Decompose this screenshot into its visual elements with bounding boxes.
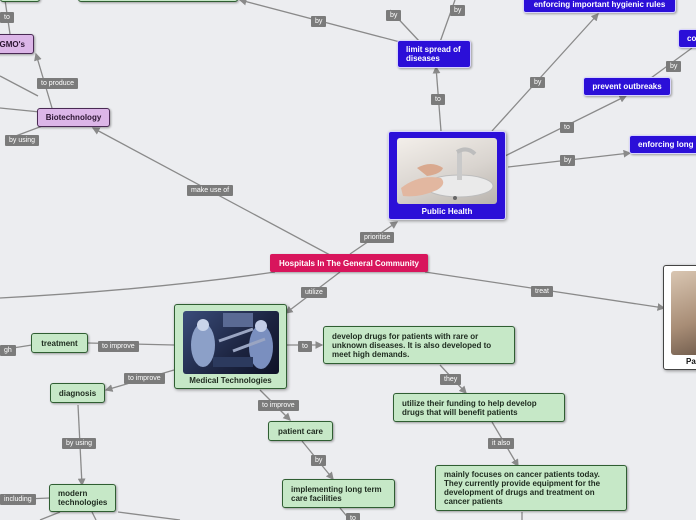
node-patient-care[interactable]: patient care bbox=[268, 421, 333, 441]
link-label-to-develop: to bbox=[298, 341, 312, 352]
node-modern-technologies[interactable]: modern technologies bbox=[49, 484, 116, 512]
link-label-including: including bbox=[0, 494, 36, 505]
node-public-health[interactable]: Public Health bbox=[388, 131, 506, 220]
node-enforcing-hygienic[interactable]: enforcing important hygienic rules bbox=[523, 0, 676, 13]
public-health-photo bbox=[397, 138, 497, 204]
link-label-by-prevent: by bbox=[666, 61, 682, 72]
prevent-outbreaks-label: prevent outbreaks bbox=[592, 82, 662, 91]
node-gmos[interactable]: GMO's bbox=[0, 34, 34, 54]
node-diagnosis[interactable]: diagnosis bbox=[50, 383, 105, 403]
medical-technologies-label: Medical Technologies bbox=[189, 376, 272, 385]
link-label-it-also: it also bbox=[488, 438, 515, 449]
modern-technologies-label: modern technologies bbox=[58, 489, 108, 507]
node-enforcing-long[interactable]: enforcing long bbox=[629, 135, 696, 154]
link-label-by-3: by bbox=[450, 5, 466, 16]
link-label-to-produce: to produce bbox=[37, 78, 79, 89]
diagnosis-label: diagnosis bbox=[58, 388, 97, 398]
cancer-focus-label: mainly focuses on cancer patients today.… bbox=[444, 470, 601, 506]
node-long-term-care[interactable]: implementing long term care facilities bbox=[282, 479, 395, 508]
link-label-by-2: by bbox=[386, 10, 402, 21]
enforcing-long-label: enforcing long bbox=[638, 140, 694, 149]
link-label-by-using-diagnosis: by using bbox=[62, 438, 97, 449]
link-label-by-patient-care: by bbox=[311, 455, 327, 466]
node-patients-partial[interactable]: Pa bbox=[663, 265, 696, 370]
link-label-to-long-term: to bbox=[346, 513, 360, 520]
link-label-to-prevent: to bbox=[560, 122, 574, 133]
co-partial-label: co bbox=[687, 34, 696, 43]
long-term-care-label: implementing long term care facilities bbox=[291, 484, 382, 503]
link-label-to-limit: to bbox=[431, 94, 445, 105]
node-medical-technologies[interactable]: Medical Technologies bbox=[174, 304, 287, 389]
node-top-left-partial[interactable] bbox=[0, 0, 40, 2]
link-label-prioritise: prioritise bbox=[360, 232, 395, 243]
node-develop-drugs[interactable]: develop drugs for patients with rare or … bbox=[323, 326, 515, 364]
medical-technologies-photo bbox=[183, 311, 279, 374]
link-label-by-1: by bbox=[311, 16, 327, 27]
utilize-funding-label: utilize their funding to help develop dr… bbox=[402, 398, 537, 417]
link-label-make-use-of: make use of bbox=[187, 185, 234, 196]
node-limit-spread[interactable]: limit spread of diseases bbox=[397, 40, 471, 68]
link-label-they: they bbox=[440, 374, 462, 385]
node-utilize-funding[interactable]: utilize their funding to help develop dr… bbox=[393, 393, 565, 422]
link-label-by-enforcing: by bbox=[560, 155, 576, 166]
link-label-treat: treat bbox=[531, 286, 554, 297]
develop-drugs-label: develop drugs for patients with rare or … bbox=[332, 331, 492, 359]
gmos-label: GMO's bbox=[0, 39, 25, 49]
limit-spread-label: limit spread of diseases bbox=[406, 45, 461, 63]
patient-care-label: patient care bbox=[278, 426, 323, 436]
node-biotechnology[interactable]: Biotechnology bbox=[37, 108, 110, 127]
link-label-to-top-left: to bbox=[0, 12, 14, 23]
node-co-partial[interactable]: co bbox=[678, 29, 696, 48]
node-treatment[interactable]: treatment bbox=[31, 333, 88, 353]
node-prevent-outbreaks[interactable]: prevent outbreaks bbox=[583, 77, 671, 96]
central-topic-label: Hospitals In The General Community bbox=[278, 258, 420, 268]
central-topic[interactable]: Hospitals In The General Community bbox=[270, 254, 428, 272]
public-health-label: Public Health bbox=[421, 207, 473, 216]
link-label-gh-partial: gh bbox=[0, 345, 16, 356]
link-label-to-improve-patient-care: to improve bbox=[258, 400, 299, 411]
patients-photo bbox=[671, 271, 696, 355]
treatment-label: treatment bbox=[41, 338, 78, 348]
link-label-by-hygienic: by bbox=[530, 77, 546, 88]
link-label-to-improve-treatment: to improve bbox=[98, 341, 139, 352]
biotechnology-label: Biotechnology bbox=[45, 113, 102, 122]
node-cancer-focus[interactable]: mainly focuses on cancer patients today.… bbox=[435, 465, 627, 511]
link-label-utilize: utilize bbox=[301, 287, 327, 298]
link-label-by-using-biotech: by using bbox=[5, 135, 40, 146]
node-top-partial[interactable] bbox=[78, 0, 238, 2]
enforcing-hygienic-label: enforcing important hygienic rules bbox=[533, 0, 666, 9]
link-label-to-improve-diagnosis: to improve bbox=[124, 373, 165, 384]
patients-label-partial: Pa bbox=[686, 357, 696, 366]
